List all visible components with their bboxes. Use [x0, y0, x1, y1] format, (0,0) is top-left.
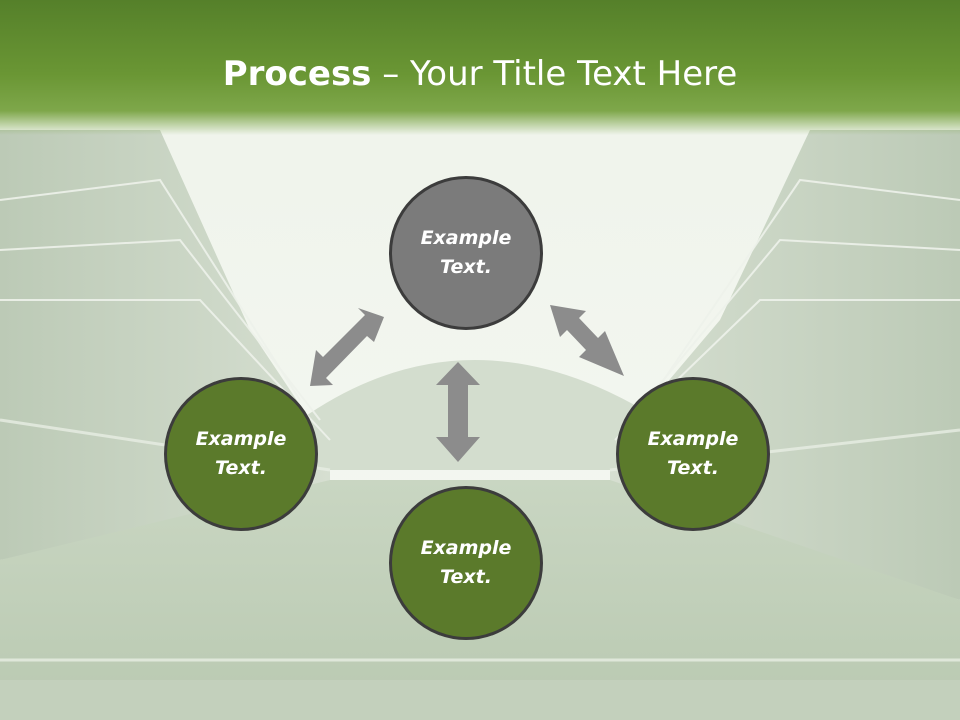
node-top-label: Example Text. — [421, 224, 512, 282]
title-bold-part: Process — [222, 54, 372, 94]
slide-title: Process – Your Title Text Here — [0, 52, 960, 96]
node-right-line1: Example — [647, 428, 739, 450]
node-left-line2: Text. — [215, 457, 267, 479]
title-rest-part: – Your Title Text Here — [371, 54, 738, 94]
node-bottom-line2: Text. — [440, 566, 492, 588]
node-bottom-circle: Example Text. — [389, 486, 543, 640]
node-top-circle: Example Text. — [389, 176, 543, 330]
node-right-label: Example Text. — [648, 425, 739, 483]
title-bar: Process – Your Title Text Here — [0, 0, 960, 135]
arrow-top-right — [550, 305, 624, 376]
node-right-line2: Text. — [667, 457, 719, 479]
node-left-label: Example Text. — [196, 425, 287, 483]
arrow-left-top — [310, 308, 384, 386]
node-top-line2: Text. — [440, 256, 492, 278]
node-right-circle: Example Text. — [616, 377, 770, 531]
node-bottom-line1: Example — [420, 537, 512, 559]
node-bottom-label: Example Text. — [421, 534, 512, 592]
node-left-circle: Example Text. — [164, 377, 318, 531]
arrow-vertical — [436, 362, 480, 462]
node-left-line1: Example — [195, 428, 287, 450]
node-top-line1: Example — [420, 227, 512, 249]
